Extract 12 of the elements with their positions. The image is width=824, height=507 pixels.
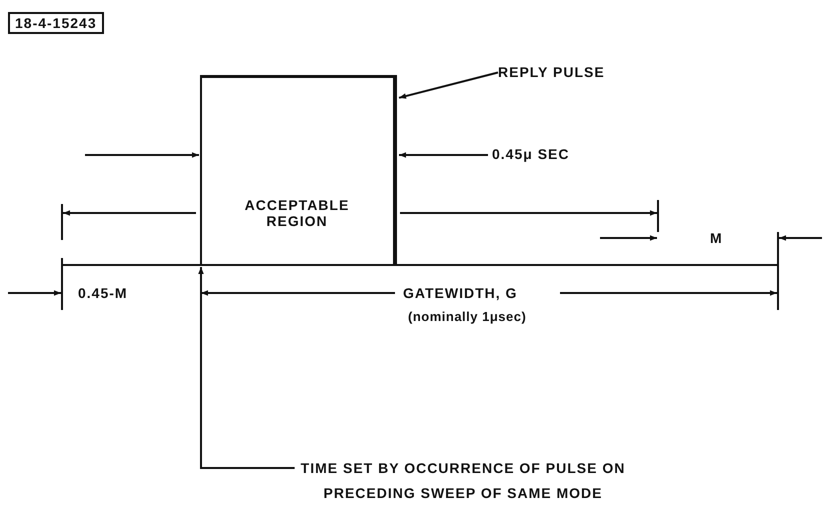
pulse-width-label: 0.45μ SEC xyxy=(492,146,570,162)
pulse-outline xyxy=(200,75,397,265)
figure-number: 18-4-15243 xyxy=(8,12,104,34)
gatewidth-label: GATEWIDTH, G xyxy=(403,285,518,301)
leader-arrow xyxy=(398,72,498,99)
note-text: (nominally 1μsec) xyxy=(408,309,526,324)
leader-arrow xyxy=(198,267,295,469)
callout-text: REPLY PULSE xyxy=(498,60,605,85)
region-label: ACCEPTABLE REGION xyxy=(244,197,350,229)
note-text: TIME SET BY OCCURRENCE OF PULSE ON PRECEDING SWEEP OF SAME MODE xyxy=(196,456,658,506)
offset-label: 0.45-M xyxy=(78,285,128,301)
margin-label: M xyxy=(710,230,723,246)
